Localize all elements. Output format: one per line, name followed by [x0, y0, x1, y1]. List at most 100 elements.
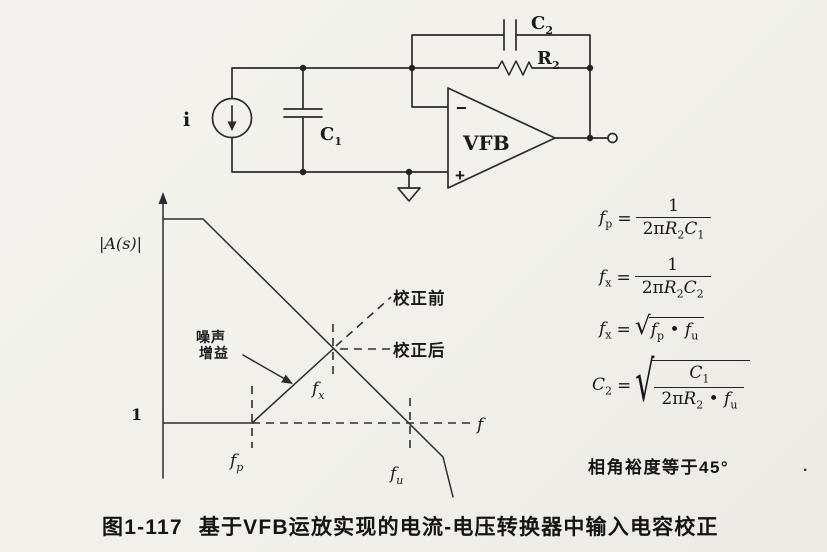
fraction: C1 2πR2 • fu — [654, 363, 745, 412]
den-2pi: 2π — [641, 277, 664, 298]
opamp-plus-sign: + — [455, 166, 465, 185]
formula-fx-rc: fx = 1 2πR2C2 — [599, 255, 711, 301]
radicand: C1 2πR2 • fu — [652, 360, 751, 412]
fp-label: fp — [228, 451, 243, 474]
wire-bottom-rail — [231, 136, 449, 173]
equals-sign: = — [617, 375, 632, 396]
noise-gain-label-line2: 增益 — [199, 345, 229, 361]
formula-lhs: fx — [599, 319, 612, 341]
fu-letter: f — [724, 389, 731, 410]
fu-label: fu — [388, 464, 403, 487]
fx-letter: f — [310, 379, 321, 399]
c1-subscript: 1 — [334, 135, 342, 148]
denominator: 2πR2C2 — [634, 275, 711, 301]
radical-sign: √ — [635, 350, 655, 416]
radicand: fp • fu — [648, 317, 705, 343]
den-2pi: 2π — [642, 218, 665, 239]
after-correction-label: 校正后 — [393, 340, 446, 360]
fx-letter: f — [599, 266, 606, 287]
current-source-label: i — [183, 109, 190, 131]
circuit-schematic: i C1 C2 R2 − VFB + — [183, 13, 618, 202]
node-dot — [586, 64, 594, 72]
c2-subscript: 2 — [545, 24, 553, 37]
current-source — [211, 97, 253, 139]
den-c-sub: 2 — [696, 286, 704, 300]
node-dot — [405, 168, 413, 176]
radical-sign: √ — [634, 311, 651, 340]
opamp — [447, 87, 556, 189]
numerator: C1 — [683, 363, 715, 387]
stray-period-mark: . — [803, 458, 808, 475]
fu-letter: f — [388, 464, 399, 484]
denominator: 2πR2C1 — [635, 216, 712, 242]
node-dot — [586, 134, 594, 142]
fp-subscript: p — [605, 217, 613, 231]
equals-sign: = — [616, 319, 631, 340]
den-c: C — [684, 218, 698, 239]
c2-label: C2 — [531, 13, 553, 37]
formula-lhs: C2 — [592, 375, 612, 397]
figure-number: 图1-117 — [102, 516, 183, 539]
fraction: 1 2πR2C2 — [634, 255, 711, 301]
noise-gain-arrow-shaft — [242, 354, 285, 380]
current-source-arrowhead — [227, 121, 237, 131]
r2-letter: R — [537, 48, 553, 69]
c2-subscript: 2 — [605, 384, 613, 397]
opamp-triangle — [447, 87, 556, 189]
feedback-network — [411, 19, 591, 76]
c1-letter: C — [689, 363, 703, 383]
resistor-r2-zigzag — [497, 60, 533, 76]
phase-margin-note: 相角裕度等于45° — [588, 458, 730, 477]
node-dot — [299, 168, 307, 176]
bode-plot: |A(s)| 1 噪声 增益 校正前 校正后 f fx fp fu — [99, 192, 486, 498]
r2-label: R2 — [537, 48, 560, 72]
fu-letter: f — [684, 320, 692, 340]
numerator: 1 — [667, 255, 679, 275]
den-2pi: 2π — [661, 389, 684, 410]
output-terminal — [607, 132, 618, 144]
figure-caption-text: 基于VFB运放实现的电流-电压转换器中输入电容校正 — [198, 516, 719, 539]
c1-subscript: 1 — [702, 372, 710, 386]
node-dot — [408, 64, 416, 72]
den-r-sub: 2 — [676, 286, 684, 300]
y-axis-arrowhead — [158, 192, 168, 204]
fx-subscript: x — [318, 389, 325, 402]
c1-letter: C — [320, 124, 334, 145]
c2-letter: C — [592, 374, 606, 395]
den-c: C — [683, 277, 697, 298]
noise-gain-curve — [162, 348, 334, 424]
noise-gain-arrowhead — [281, 374, 293, 384]
formula-fx-geomean: fx = √ fp • fu — [599, 313, 705, 343]
open-loop-gain-curve — [162, 218, 454, 498]
wire-inverting-input — [411, 67, 449, 108]
dot-operator: • — [708, 389, 719, 410]
numerator: 1 — [668, 196, 679, 216]
fu-subscript: u — [691, 329, 699, 343]
figure-caption: 图1-117 基于VFB运放实现的电流-电压转换器中输入电容校正 — [102, 511, 719, 541]
equals-sign: = — [617, 209, 632, 230]
x-axis-label: f — [475, 415, 486, 435]
fx-letter: f — [599, 318, 606, 339]
fp-subscript: p — [657, 329, 665, 343]
fu-subscript: u — [730, 398, 738, 412]
before-correction-dashed-line — [335, 296, 392, 347]
den-r-sub: 2 — [677, 227, 685, 241]
ground-triangle — [397, 187, 421, 202]
noise-gain-label-line1: 噪声 — [196, 329, 226, 345]
y-axis-label: |A(s)| — [99, 234, 142, 253]
unity-tick-label: 1 — [131, 405, 142, 424]
formula-fx-lhs: fx — [599, 267, 612, 289]
den-r: R — [663, 277, 677, 298]
fp-subscript: p — [236, 461, 243, 474]
r2-subscript: 2 — [552, 59, 560, 72]
fraction: 1 2πR2C1 — [635, 196, 712, 242]
square-root: √ fp • fu — [635, 313, 705, 343]
fx-subscript: x — [605, 276, 612, 290]
fx-subscript: x — [605, 327, 612, 341]
den-r: R — [664, 218, 678, 239]
fp-letter: f — [650, 320, 657, 340]
formula-fp-lhs: fp — [599, 208, 612, 230]
den-r-sub: 2 — [696, 398, 704, 412]
